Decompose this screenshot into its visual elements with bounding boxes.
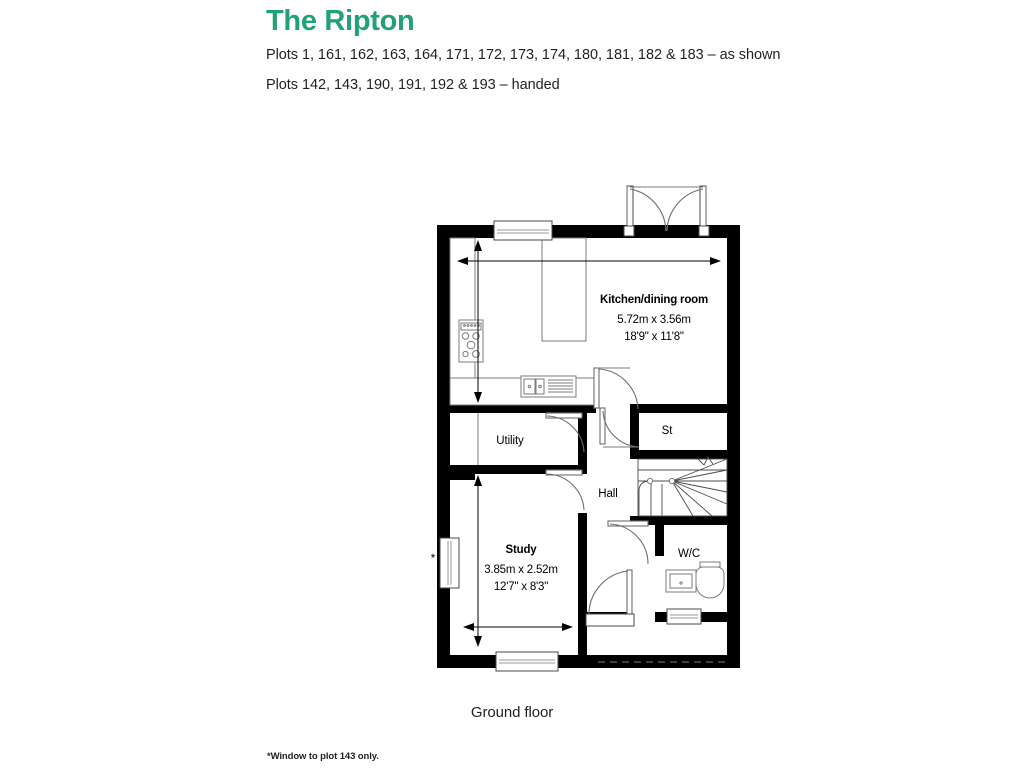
door-wc xyxy=(607,520,649,565)
staircase xyxy=(637,456,728,517)
room-dim-imperial-study: 12'7" x 8'3" xyxy=(494,581,548,593)
room-label-utility: Utility xyxy=(496,435,524,447)
room-label-wc: W/C xyxy=(678,548,700,560)
room-label-storage: St xyxy=(662,425,674,437)
door-storage xyxy=(599,407,640,448)
windows xyxy=(439,220,702,672)
interior-walls xyxy=(450,404,727,668)
wc-fixtures xyxy=(665,561,725,599)
room-dim-imperial-kitchen-dining: 18'9" x 11'8" xyxy=(624,331,684,343)
floor-caption: Ground floor xyxy=(470,704,554,721)
kitchen-units xyxy=(449,237,597,406)
dimension-arrows xyxy=(457,240,721,647)
plots-as-shown-line: Plots 1, 161, 162, 163, 164, 171, 172, 1… xyxy=(266,47,781,63)
cooker-icon xyxy=(458,319,484,363)
room-label-study: Study xyxy=(506,544,538,556)
sink-icon xyxy=(520,375,577,398)
room-labels: Kitchen/dining room 5.72m x 3.56m 18'9" … xyxy=(484,294,708,593)
window-footnote: *Window to plot 143 only. xyxy=(267,751,379,762)
room-label-hall: Hall xyxy=(598,488,617,500)
french-doors-kitchen xyxy=(623,185,710,237)
basin-icon xyxy=(665,569,697,593)
room-dim-metric-kitchen-dining: 5.72m x 3.56m xyxy=(617,314,690,326)
interior-doors xyxy=(545,367,649,627)
front-door xyxy=(585,569,635,627)
window-wc-bottom xyxy=(666,608,702,625)
room-dim-metric-study: 3.85m x 2.52m xyxy=(484,564,557,576)
plots-handed-line: Plots 142, 143, 190, 191, 192 & 193 – ha… xyxy=(266,77,560,93)
door-study xyxy=(545,469,585,511)
window-study-bottom xyxy=(495,651,559,672)
plan-header: The Ripton Plots 1, 161, 162, 163, 164, … xyxy=(266,0,966,100)
toilet-icon xyxy=(695,561,725,599)
page-title: The Ripton xyxy=(266,5,415,37)
window-study-left xyxy=(439,537,460,589)
door-kitchen-hall xyxy=(593,367,639,410)
window-kitchen-top xyxy=(493,220,553,241)
room-label-kitchen-dining: Kitchen/dining room xyxy=(600,294,708,306)
door-utility xyxy=(545,412,585,453)
exterior-walls xyxy=(437,225,740,668)
window-asterisk-marker: * xyxy=(431,553,436,565)
